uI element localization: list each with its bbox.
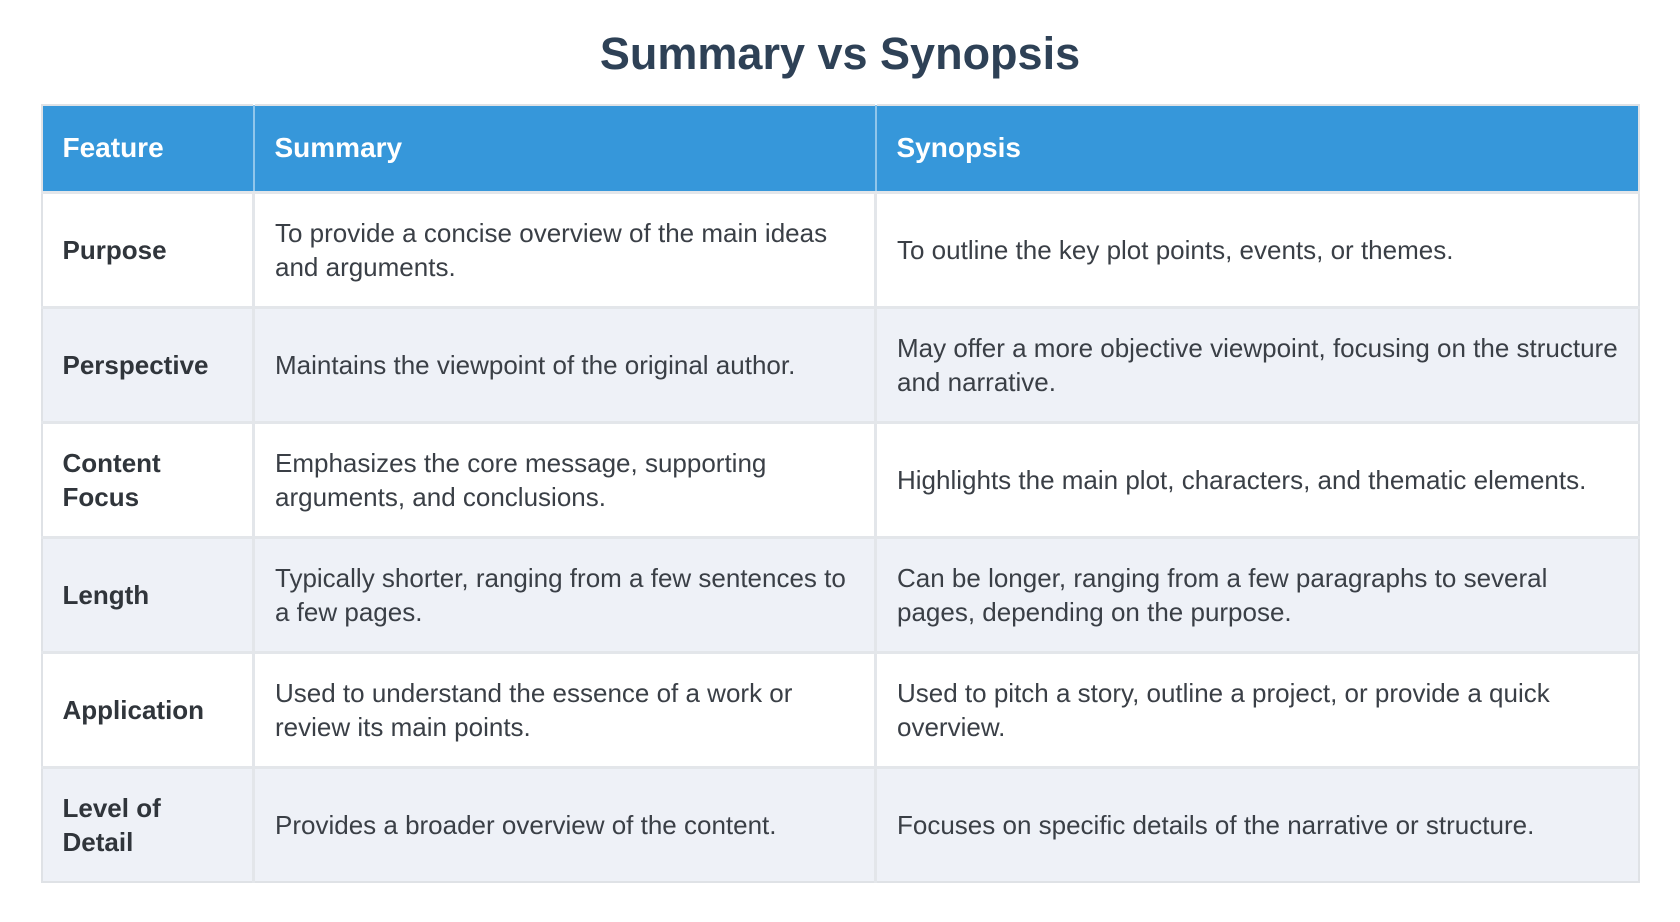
table-row-purpose: Purpose To provide a concise overview of… [41, 192, 1639, 309]
synopsis-cell-content-focus: Highlights the main plot, characters, an… [875, 422, 1639, 539]
feature-label-level-of-detail: Level of Detail [41, 767, 255, 882]
summary-cell-length: Typically shorter, ranging from a few se… [253, 537, 877, 654]
table-row-length: Length Typically shorter, ranging from a… [41, 537, 1639, 654]
table-row-content-focus: Content Focus Emphasizes the core messag… [41, 422, 1639, 539]
feature-label-perspective: Perspective [41, 307, 255, 424]
synopsis-cell-perspective: May offer a more objective viewpoint, fo… [875, 307, 1639, 424]
column-header-summary: Summary [253, 105, 877, 194]
table-row-perspective: Perspective Maintains the viewpoint of t… [41, 307, 1639, 424]
table-row-level-of-detail: Level of Detail Provides a broader overv… [41, 767, 1639, 882]
synopsis-cell-application: Used to pitch a story, outline a project… [875, 652, 1639, 769]
table-row-application: Application Used to understand the essen… [41, 652, 1639, 769]
header-row: Feature Summary Synopsis [41, 105, 1639, 194]
comparison-table: Feature Summary Synopsis Purpose To prov… [40, 104, 1640, 883]
summary-cell-application: Used to understand the essence of a work… [253, 652, 877, 769]
summary-cell-level-of-detail: Provides a broader overview of the conte… [253, 767, 877, 882]
page-title: Summary vs Synopsis [599, 28, 1081, 79]
feature-label-length: Length [41, 537, 255, 654]
synopsis-cell-level-of-detail: Focuses on specific details of the narra… [875, 767, 1639, 882]
summary-cell-content-focus: Emphasizes the core message, supporting … [253, 422, 877, 539]
synopsis-cell-length: Can be longer, ranging from a few paragr… [875, 537, 1639, 654]
feature-label-application: Application [41, 652, 255, 769]
feature-label-purpose: Purpose [41, 192, 255, 309]
column-header-feature: Feature [41, 105, 255, 194]
synopsis-cell-purpose: To outline the key plot points, events, … [875, 192, 1639, 309]
summary-cell-purpose: To provide a concise overview of the mai… [253, 192, 877, 309]
feature-label-content-focus: Content Focus [41, 422, 255, 539]
summary-cell-perspective: Maintains the viewpoint of the original … [253, 307, 877, 424]
column-header-synopsis: Synopsis [875, 105, 1639, 194]
